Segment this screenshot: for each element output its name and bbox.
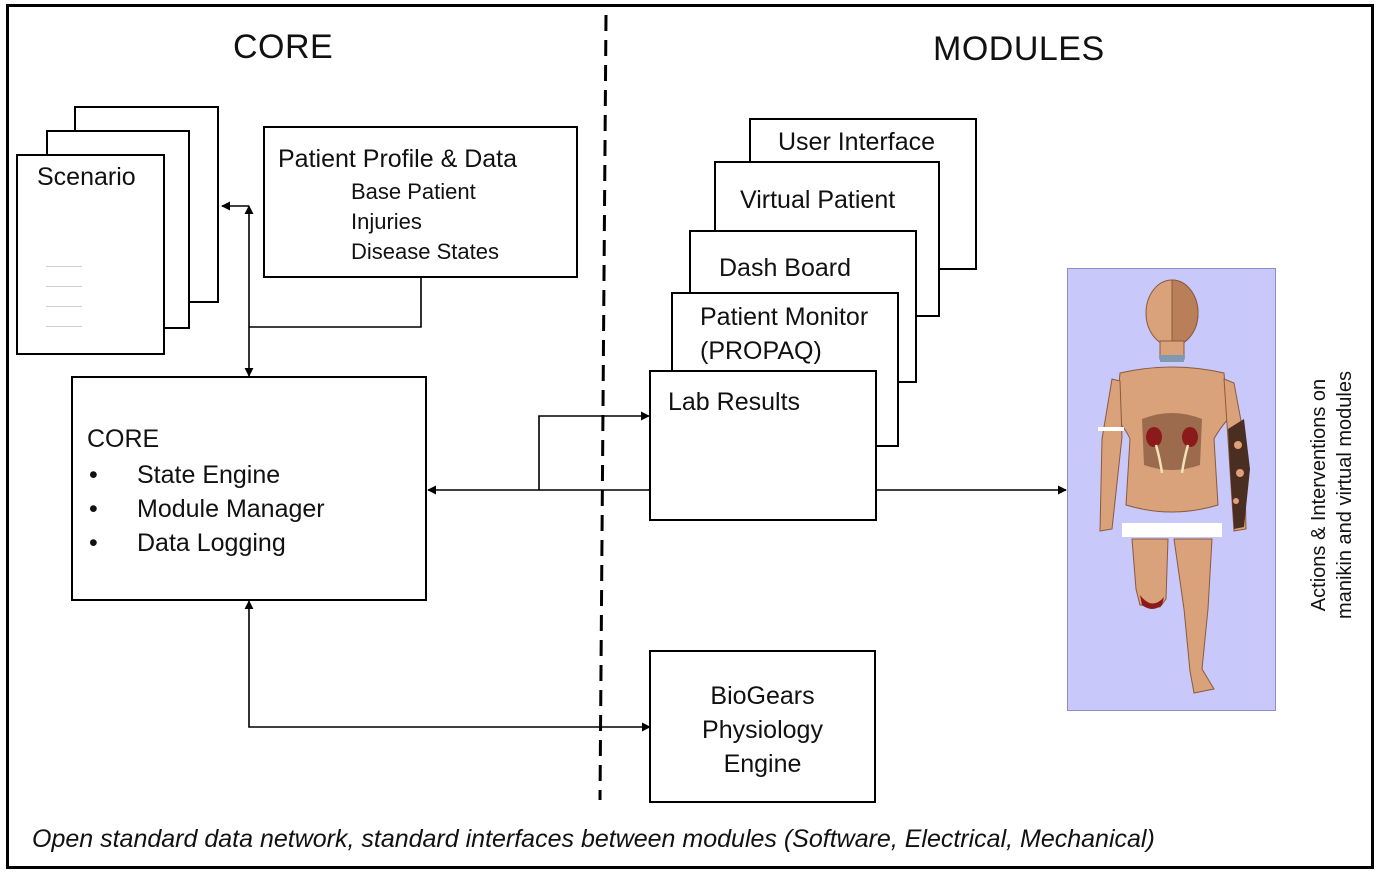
biogears-label-block: BioGears Physiology Engine [651,679,874,781]
core-feature-list: • State Engine • Module Manager • Data Logg… [87,458,325,560]
burn-blister [1233,498,1239,504]
profile-item-disease-states: Disease States [351,239,499,264]
manikin-head [1145,279,1199,360]
page-rule [46,266,82,267]
modules-heading: MODULES [933,30,1105,68]
bullet-marker: • [89,529,98,557]
core-feature-item: • State Engine [87,458,325,492]
core-modules-divider [598,14,608,801]
module-patient-monitor-label: Patient Monitor [700,303,869,331]
module-patient-monitor: Patient Monitor (PROPAQ) [671,292,899,447]
core-feature-data-logging: Data Logging [137,529,286,557]
scenario-document: Scenario [16,154,165,355]
outer-frame [6,4,1374,869]
manikin-left-arm [1099,378,1123,532]
core-feature-state-engine: State Engine [137,461,281,489]
core-feature-item: • Module Manager [87,492,325,526]
module-virtual-patient-label: Virtual Patient [740,186,896,214]
core-box-title: CORE [87,425,160,453]
core-heading: CORE [233,28,334,66]
core-feature-item: • Data Logging [87,526,325,560]
bullet-marker: • [89,461,98,489]
page-rule [46,326,82,327]
core-box: CORE • State Engine • Module Manager • Data… [71,376,427,601]
side-caption-line: manikin and virtual modules [1334,371,1356,619]
manikin-kidney-left [1146,427,1162,447]
profile-item-injuries: Injuries [351,209,422,234]
core-to-lab-results-arrow [538,411,650,490]
manikin-right-leg [1173,538,1215,694]
biogears-line: BioGears [710,682,815,710]
biogears-engine-box: BioGears Physiology Engine [649,650,876,803]
module-patient-monitor-sublabel: (PROPAQ) [700,337,822,365]
burn-blister [1236,469,1244,477]
patient-profile-title: Patient Profile & Data [278,145,518,173]
profile-to-core-connector [249,278,422,328]
scenario-label: Scenario [37,163,136,191]
manikin-neck-ring [1160,355,1184,362]
manikin-hip-gap [1122,523,1222,537]
page-rule [46,286,82,287]
biogears-line: Engine [723,750,802,778]
manikin-panel [1067,268,1276,711]
manikin-kidney-right [1182,427,1198,447]
manikin-abdomen-cavity [1142,413,1202,470]
core-biogears-arrow [244,600,651,732]
burn-blister [1234,441,1242,449]
module-user-interface-label: User Interface [778,128,936,156]
side-caption-line: Actions & Interventions on [1308,378,1330,612]
manikin-left-leg [1131,538,1169,608]
side-caption: Actions & Interventions on manikin and v… [1306,295,1358,695]
profile-item-base-patient: Base Patient [351,179,476,204]
core-feature-module-manager: Module Manager [137,495,325,523]
patient-profile-box: Patient Profile & Data Base Patient Inju… [263,126,578,278]
module-dash-board-label: Dash Board [719,254,852,282]
module-lab-results-label: Lab Results [668,388,801,416]
manikin-left-arm-joint [1098,427,1124,431]
page-rule [46,306,82,307]
biogears-line: Physiology [702,716,823,744]
manikin-ureters [1154,444,1190,474]
manikin-illustration [1098,279,1250,694]
bullet-marker: • [89,495,98,523]
module-lab-results: Lab Results [649,370,877,521]
manikin-stump-wound [1140,595,1164,609]
footer-caption: Open standard data network, standard int… [32,825,1155,853]
